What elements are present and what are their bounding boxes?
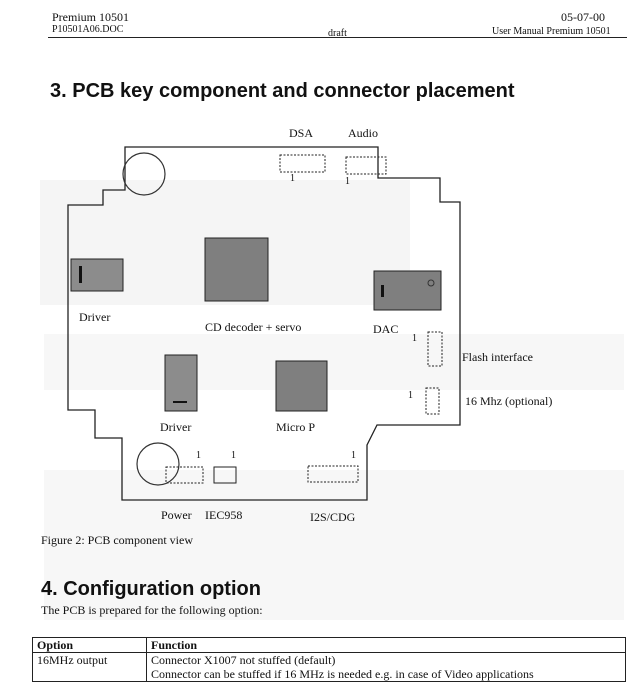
label-iec958: IEC958 bbox=[205, 508, 243, 522]
header-option: Option bbox=[32, 637, 147, 653]
function-line-1: Connector X1007 not stuffed (default) bbox=[151, 653, 336, 667]
header-function: Function bbox=[146, 637, 626, 653]
label-cd-decoder: CD decoder + servo bbox=[205, 320, 302, 334]
i2s-connector bbox=[307, 465, 359, 483]
driver-left-chip bbox=[70, 258, 124, 292]
cd-decoder-chip bbox=[204, 237, 269, 302]
cell-function: Connector X1007 not stuffed (default) Co… bbox=[146, 652, 626, 682]
label-i2s-cdg: I2S/CDG bbox=[310, 510, 356, 524]
configuration-table: Option Function 16MHz output Connector X… bbox=[32, 637, 626, 682]
table-header-row: Option Function bbox=[32, 637, 626, 653]
function-line-2: Connector can be stuffed if 16 MHz is ne… bbox=[151, 667, 534, 681]
header-product: Premium 10501 bbox=[52, 10, 129, 24]
pin1-i2s: 1 bbox=[351, 450, 356, 461]
label-driver-left: Driver bbox=[79, 310, 111, 324]
header-file: P10501A06.DOC bbox=[52, 24, 124, 35]
pin1-16mhz: 1 bbox=[408, 390, 413, 401]
label-dsa: DSA bbox=[289, 126, 314, 140]
header-date: 05-07-00 bbox=[561, 10, 605, 24]
section-4-intro: The PCB is prepared for the following op… bbox=[41, 603, 263, 617]
label-audio: Audio bbox=[348, 126, 378, 140]
section-4-title: 4. Configuration option bbox=[41, 578, 261, 600]
16mhz-connector bbox=[425, 387, 440, 415]
label-16mhz: 16 Mhz (optional) bbox=[465, 394, 553, 408]
dac-chip bbox=[373, 270, 442, 311]
pin1-iec958: 1 bbox=[231, 450, 236, 461]
mounting-hole-bottom bbox=[136, 442, 180, 486]
micro-p-chip bbox=[275, 360, 328, 412]
table-row: 16MHz output Connector X1007 not stuffed… bbox=[32, 652, 626, 682]
pin1-dsa: 1 bbox=[290, 173, 295, 184]
pin1-audio: 1 bbox=[345, 176, 350, 187]
pin1-power: 1 bbox=[196, 450, 201, 461]
dsa-connector bbox=[279, 154, 326, 173]
label-dac: DAC bbox=[373, 322, 399, 336]
section-3-title: 3. PCB key component and connector place… bbox=[50, 80, 515, 102]
cell-option: 16MHz output bbox=[32, 652, 147, 682]
label-micro-p: Micro P bbox=[276, 420, 315, 434]
header-manual: User Manual Premium 10501 bbox=[492, 26, 611, 37]
figure-caption: Figure 2: PCB component view bbox=[41, 533, 193, 547]
pin1-flash: 1 bbox=[412, 333, 417, 344]
audio-connector bbox=[345, 156, 387, 175]
label-driver-bottom: Driver bbox=[160, 420, 192, 434]
power-connector bbox=[165, 466, 204, 484]
header-rule bbox=[48, 37, 627, 38]
flash-interface-connector bbox=[427, 331, 443, 367]
mounting-hole-top bbox=[122, 152, 166, 196]
iec958-connector bbox=[213, 466, 237, 484]
pcb-outline bbox=[67, 146, 461, 501]
label-power: Power bbox=[161, 508, 192, 522]
header-status: draft bbox=[328, 28, 347, 39]
label-flash-interface: Flash interface bbox=[462, 350, 533, 364]
